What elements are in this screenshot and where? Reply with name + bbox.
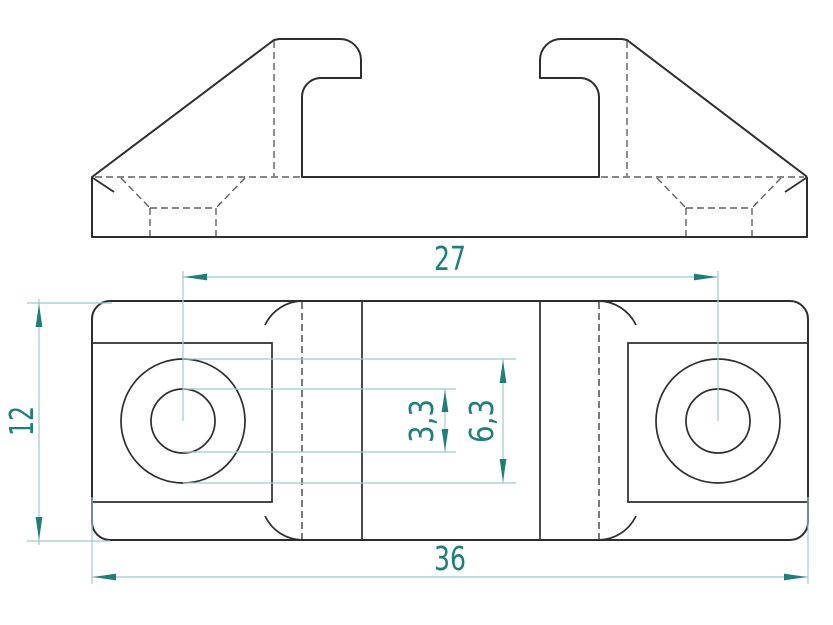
front-hidden-lines [95, 41, 804, 236]
arrowhead-right [784, 573, 807, 581]
hidden-countersink-left [120, 177, 246, 236]
arrowhead-bottom [441, 429, 449, 451]
dimension-value: 27 [434, 239, 466, 278]
countersink-slope-line [120, 177, 151, 209]
countersink-slope-line [215, 177, 246, 209]
countersink-slope-line [751, 177, 782, 209]
arrowhead-top [35, 304, 43, 327]
arrowhead-bottom [499, 459, 507, 482]
arrowhead-right [694, 273, 717, 281]
dimension-overall-depth: 12 [2, 299, 112, 545]
slope-blend-arc-bottom-left [264, 515, 304, 541]
arrowhead-top [499, 360, 507, 383]
slope-blend-arc-top-left [264, 300, 304, 326]
plan-view [91, 300, 809, 541]
dimension-value: 3,3 [402, 399, 441, 443]
slope-blend-arc-top-right [597, 300, 637, 326]
dimension-hole-spacing: 27 [182, 239, 719, 421]
front-view [91, 38, 808, 238]
dimension-counterbore-diameter: 6,3 [183, 358, 516, 484]
arrowhead-bottom [35, 517, 43, 540]
dimension-overall-width: 36 [91, 497, 809, 584]
hidden-countersink-right [656, 177, 782, 236]
chamfer-tick-right [784, 177, 807, 193]
slope-blend-arc-bottom-right [597, 515, 637, 541]
dimension-value: 6,3 [462, 399, 501, 443]
countersink-slope-line [656, 177, 687, 209]
pocket-left [92, 342, 273, 503]
dimension-hole-diameter: 3,3 [183, 388, 456, 453]
plan-view-outline [91, 300, 809, 541]
dimension-value: 36 [434, 539, 466, 578]
arrowhead-top [441, 390, 449, 412]
front-view-outline [91, 38, 808, 238]
dimension-value: 12 [2, 406, 41, 436]
chamfer-tick-left [92, 177, 115, 193]
arrowhead-left [184, 273, 207, 281]
arrowhead-left [93, 573, 116, 581]
